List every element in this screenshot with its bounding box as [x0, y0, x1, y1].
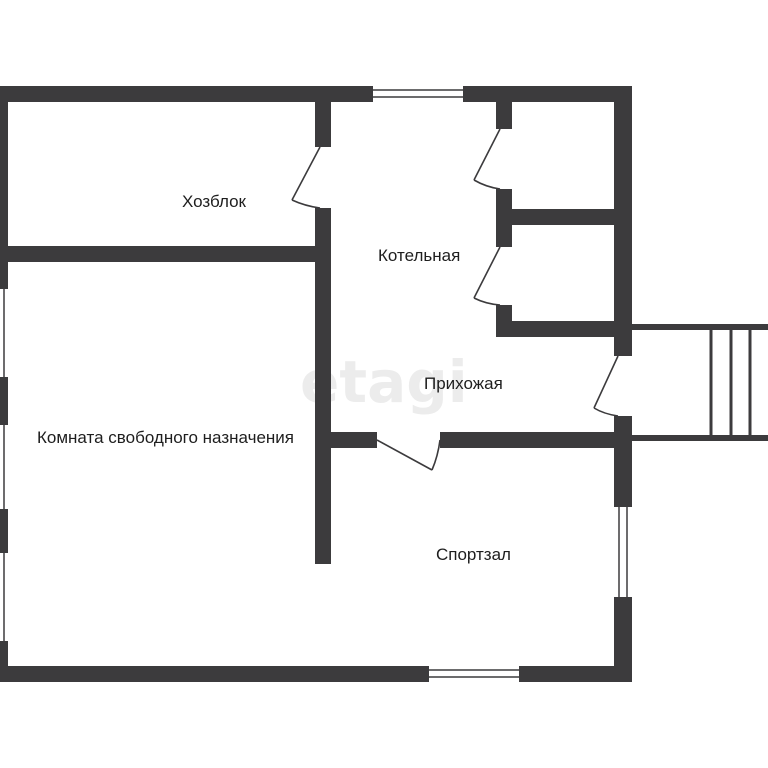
- windows: [0, 86, 632, 682]
- wall-bottom: [0, 666, 632, 682]
- room-label-prihozhaya: Прихожая: [424, 374, 503, 393]
- door-closet-lower: [473, 246, 501, 306]
- walls: [0, 86, 632, 682]
- porch-stairs: [632, 324, 768, 441]
- room-label-sportzal: Спортзал: [436, 545, 511, 564]
- room-label-hozblok: Хозблок: [182, 192, 247, 211]
- door-gym: [376, 439, 441, 471]
- wall-closet-divider: [496, 209, 616, 225]
- wall-closet-bottom: [496, 321, 616, 337]
- wall-center-lower: [315, 208, 331, 564]
- window-bottom: [427, 666, 521, 682]
- wall-hall-right: [440, 432, 618, 448]
- room-label-free-room: Комната свободного назначения: [37, 428, 294, 447]
- room-label-kotelnaya: Котельная: [378, 246, 460, 265]
- wall-center-upper: [315, 101, 331, 147]
- window-top: [371, 86, 465, 102]
- wall-hall-left-stub: [315, 432, 377, 448]
- window-right: [614, 505, 632, 599]
- wall-left: [0, 86, 8, 681]
- doors: [291, 128, 619, 471]
- wall-closet-top-stub: [496, 101, 512, 129]
- door-closet-upper: [473, 128, 501, 190]
- door-hozblok: [291, 146, 321, 209]
- wall-hozblok-bottom: [0, 246, 330, 262]
- wall-top: [0, 86, 632, 102]
- window-left-mid: [0, 423, 8, 511]
- window-left-upper: [0, 287, 8, 379]
- entry-opening: [614, 356, 632, 416]
- window-left-lower: [0, 551, 8, 643]
- door-entry: [593, 355, 619, 417]
